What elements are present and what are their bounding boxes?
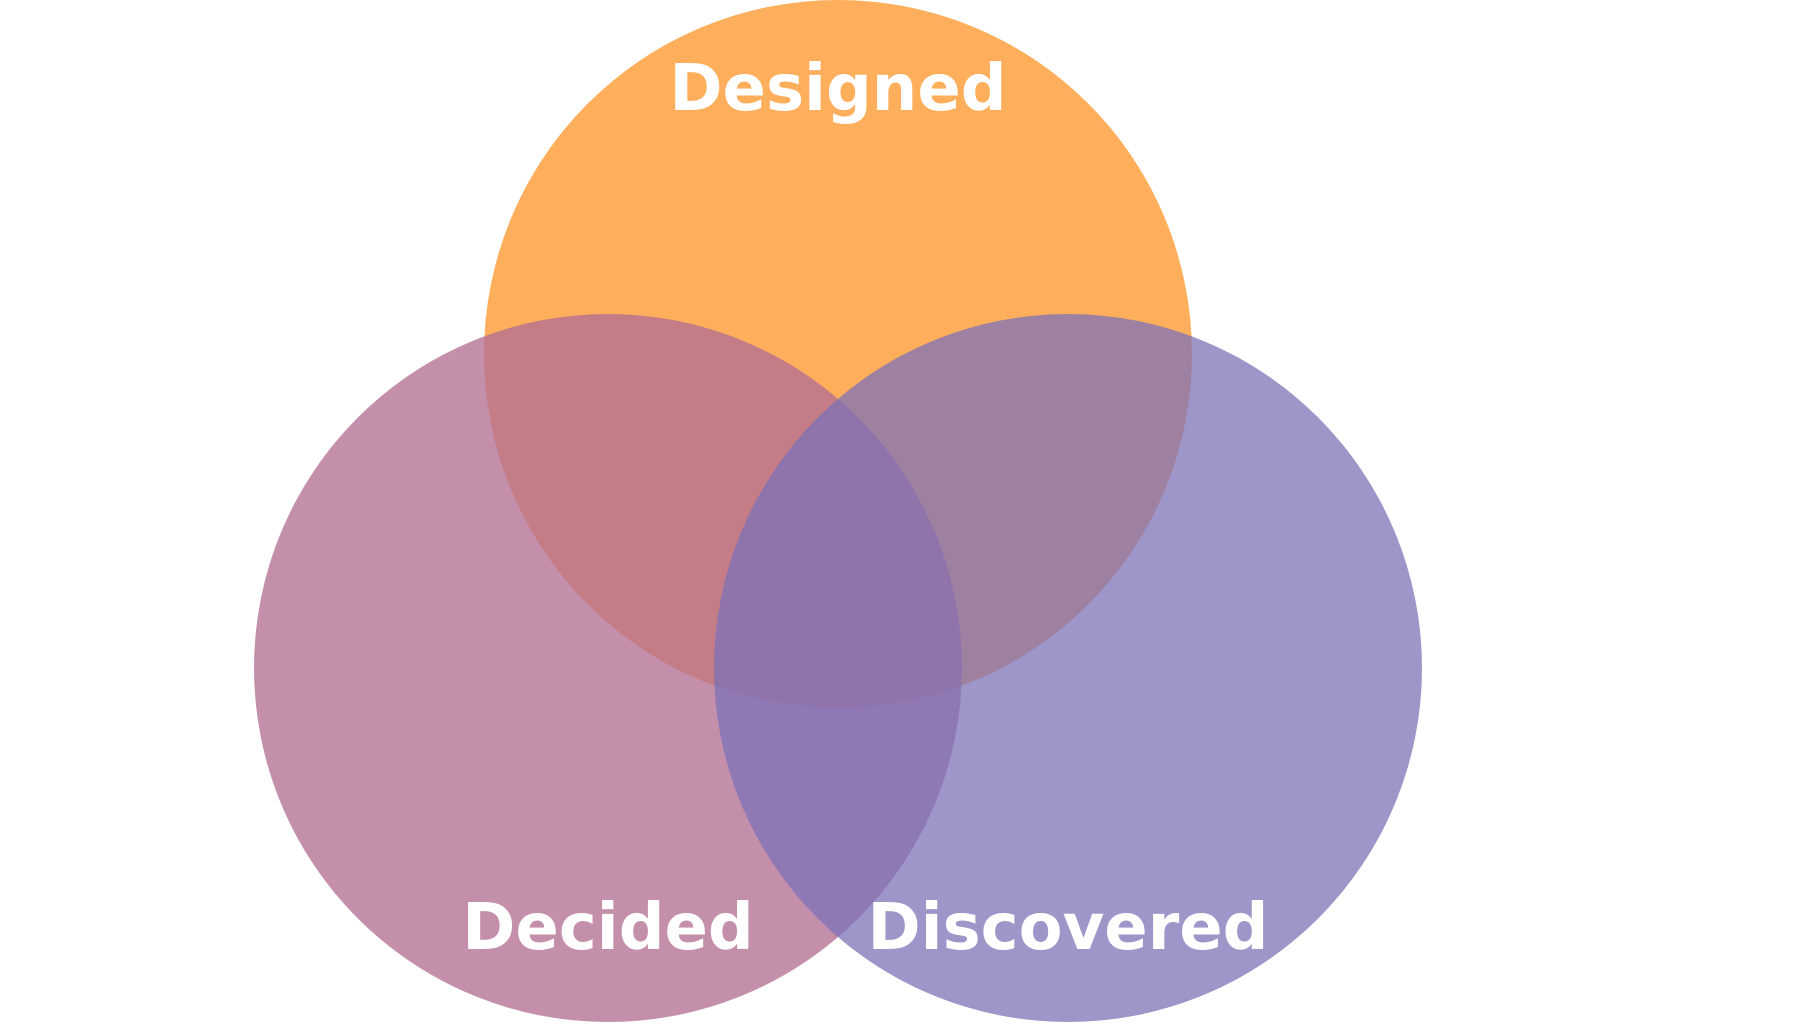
circle-discovered <box>714 314 1422 1022</box>
label-decided: Decided <box>462 891 753 965</box>
label-designed: Designed <box>669 52 1006 126</box>
label-discovered: Discovered <box>868 891 1269 965</box>
